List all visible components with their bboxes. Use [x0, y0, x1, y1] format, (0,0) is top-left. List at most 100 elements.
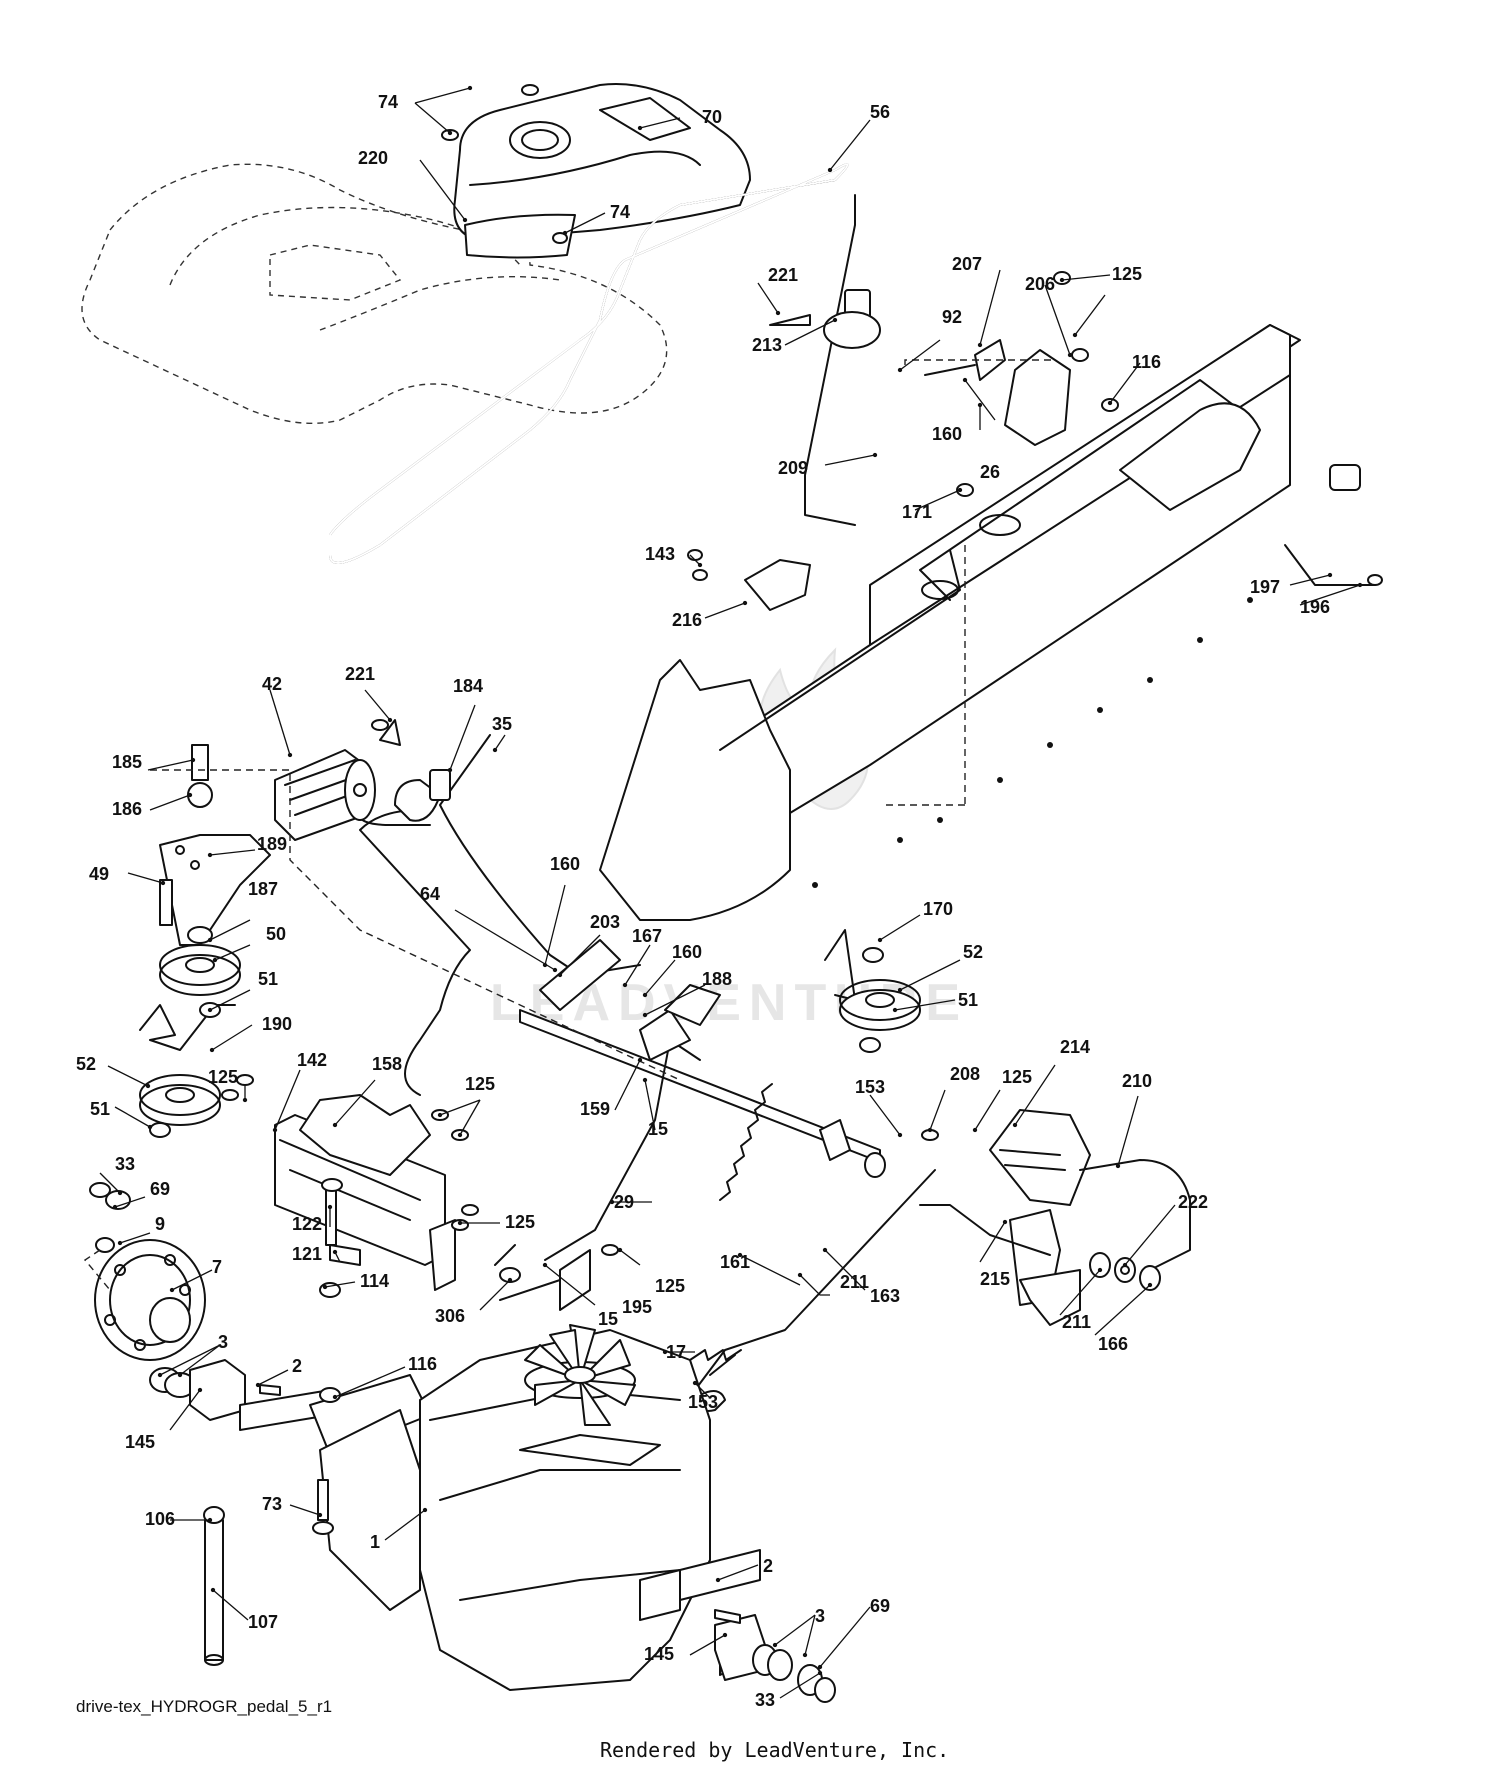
callout-label: 2 [763, 1556, 773, 1576]
callout-label: 185 [112, 752, 142, 772]
callout-label: 187 [248, 879, 278, 899]
diagram-filename: drive-tex_HYDROGR_pedal_5_r1 [76, 1697, 332, 1716]
callout-label: 74 [378, 92, 398, 112]
chassis-holes [812, 597, 1253, 888]
callout-label: 197 [1250, 577, 1280, 597]
callout-label: 209 [778, 458, 808, 478]
callout-label: 3 [218, 1332, 228, 1352]
callout-label: 170 [923, 899, 953, 919]
callout-label: 17 [666, 1342, 686, 1362]
callout-label: 51 [258, 969, 278, 989]
callout-label: 51 [958, 990, 978, 1010]
callout-label: 143 [645, 544, 675, 564]
pedal-shaft [519, 939, 881, 1261]
callout-label: 3 [815, 1606, 825, 1626]
rendered-by-footer: Rendered by LeadVenture, Inc. [600, 1738, 949, 1762]
callout-label: 15 [648, 1119, 668, 1139]
callout-label: 125 [208, 1067, 238, 1087]
callout-label: 210 [1122, 1071, 1152, 1091]
callout-label: 51 [90, 1099, 110, 1119]
callout-label: 107 [248, 1612, 278, 1632]
callout-label: 221 [345, 664, 375, 684]
callout-label: 160 [672, 942, 702, 962]
chassis-frame [599, 324, 1361, 921]
callout-label: 56 [870, 102, 890, 122]
leader-lines [99, 85, 1363, 1699]
brake-rod-assembly [804, 194, 1071, 805]
callout-label: 33 [115, 1154, 135, 1174]
callout-labels: 74 70 56 220 74 221 207 206 125 213 92 1… [76, 92, 1330, 1710]
callout-label: 52 [76, 1054, 96, 1074]
callout-label: 29 [614, 1192, 634, 1212]
callout-label: 64 [420, 884, 440, 904]
callout-label: 184 [453, 676, 483, 696]
callout-label: 161 [720, 1252, 750, 1272]
callout-label: 158 [372, 1054, 402, 1074]
callout-label: 106 [145, 1509, 175, 1529]
callout-label: 206 [1025, 274, 1055, 294]
hub-7 [83, 1182, 281, 1421]
spring-161 [719, 1083, 773, 1201]
callout-label: 160 [932, 424, 962, 444]
callout-label: 125 [655, 1276, 685, 1296]
callout-label: 221 [768, 265, 798, 285]
knob-213 [769, 289, 881, 349]
callout-label: 171 [902, 502, 932, 522]
callout-label: 195 [622, 1297, 652, 1317]
transaxle-1 [239, 1324, 761, 1691]
callout-label: 186 [112, 799, 142, 819]
callout-label: 222 [1178, 1192, 1208, 1212]
callout-label: 215 [980, 1269, 1010, 1289]
idler-pulley-right [824, 804, 965, 1053]
grip-42 [274, 749, 376, 841]
callout-label: 121 [292, 1244, 322, 1264]
drive-belt-56 [329, 163, 849, 564]
callout-label: 7 [212, 1257, 222, 1277]
callout-label: 70 [702, 107, 722, 127]
callout-label: 216 [672, 610, 702, 630]
callout-label: 74 [610, 202, 630, 222]
callout-label: 1 [370, 1532, 380, 1552]
callout-label: 125 [465, 1074, 495, 1094]
bracket-142 [274, 1094, 456, 1298]
callout-label: 116 [1132, 352, 1161, 372]
callout-label: 116 [408, 1354, 437, 1374]
callout-label: 69 [150, 1179, 170, 1199]
pin-107 [203, 1506, 225, 1666]
callout-label: 52 [963, 942, 983, 962]
callout-label: 2 [292, 1356, 302, 1376]
bushings [864, 1152, 1161, 1291]
callout-label: 153 [855, 1077, 885, 1097]
callout-label: 92 [942, 307, 962, 327]
callout-label: 167 [632, 926, 662, 946]
callout-label: 114 [360, 1271, 389, 1291]
callout-label: 213 [752, 335, 782, 355]
callout-label: 306 [435, 1306, 465, 1326]
callout-label: 166 [1098, 1334, 1128, 1354]
pedals [919, 1109, 1191, 1326]
callout-label: 50 [266, 924, 286, 944]
link-rod-163 [694, 1169, 936, 1412]
callout-label: 208 [950, 1064, 980, 1084]
callout-label: 42 [262, 674, 282, 694]
callout-label: 49 [89, 864, 109, 884]
callout-label: 159 [580, 1099, 610, 1119]
callout-label: 26 [980, 462, 1000, 482]
callout-label: 153 [688, 1392, 718, 1412]
callout-label: 203 [590, 912, 620, 932]
callout-label: 33 [755, 1690, 775, 1710]
seat-ghost [81, 163, 668, 424]
shroud-70 [453, 83, 751, 259]
callout-label: 211 [1062, 1312, 1091, 1332]
callout-label: 15 [598, 1309, 618, 1329]
callout-label: 125 [1112, 264, 1142, 284]
callout-label: 69 [870, 1596, 890, 1616]
callout-label: 142 [297, 1050, 327, 1070]
callout-label: 122 [292, 1214, 322, 1234]
callout-label: 211 [840, 1272, 869, 1292]
callout-label: 9 [155, 1214, 165, 1234]
callout-label: 145 [125, 1432, 155, 1452]
callout-label: 163 [870, 1286, 900, 1306]
callout-label: 125 [505, 1212, 535, 1232]
